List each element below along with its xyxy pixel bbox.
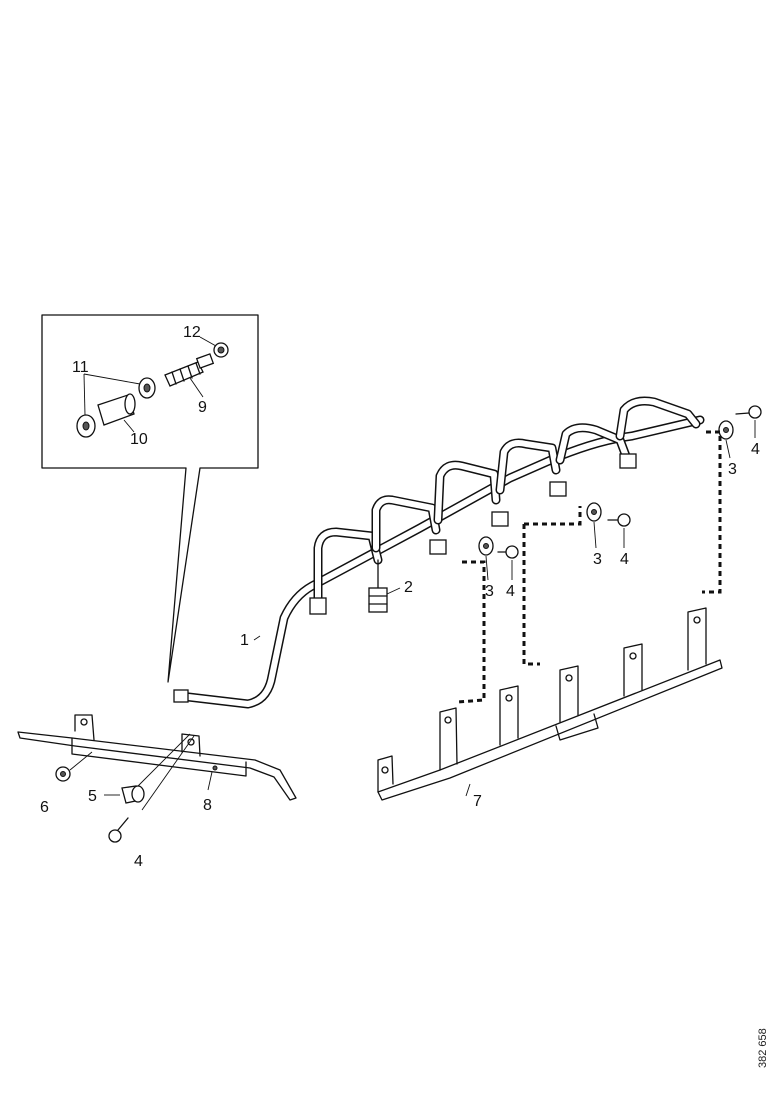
callout-4-left: 4 bbox=[506, 583, 515, 600]
nut-12 bbox=[213, 342, 229, 358]
connector-2 bbox=[368, 559, 401, 613]
union-9 bbox=[164, 353, 215, 387]
sleeve-10 bbox=[97, 393, 136, 426]
callout-6: 6 bbox=[40, 799, 49, 816]
washer-11-upper bbox=[138, 377, 156, 399]
clamp-3-left bbox=[478, 536, 494, 581]
callout-11: 11 bbox=[72, 359, 89, 376]
fuel-pipes-1 bbox=[173, 396, 705, 709]
callout-4-right: 4 bbox=[751, 441, 760, 458]
callout-3-left: 3 bbox=[485, 583, 494, 600]
callout-9: 9 bbox=[198, 399, 207, 416]
bolt-4-bottom bbox=[108, 817, 129, 843]
callout-3-right: 3 bbox=[728, 461, 737, 478]
clamp-3-right bbox=[718, 420, 734, 459]
callout-4-bottom: 4 bbox=[134, 853, 143, 870]
bolt-4-mid bbox=[607, 513, 631, 548]
washer-11-lower bbox=[76, 414, 96, 438]
callout-2: 2 bbox=[404, 579, 413, 596]
reference-code: 382 658 bbox=[757, 1028, 769, 1068]
clip-5 bbox=[104, 785, 145, 804]
nut-6 bbox=[55, 751, 93, 782]
alignment-lines bbox=[457, 430, 722, 704]
callout-12: 12 bbox=[183, 324, 201, 341]
callout-8: 8 bbox=[203, 797, 212, 814]
callout-5: 5 bbox=[88, 788, 97, 805]
detail-inset bbox=[41, 314, 259, 683]
clamp-3-mid bbox=[586, 502, 602, 549]
bolt-4-left bbox=[497, 545, 519, 580]
callout-10: 10 bbox=[130, 431, 148, 448]
bracket-7 bbox=[377, 607, 723, 801]
bracket-8 bbox=[17, 714, 297, 801]
callout-1: 1 bbox=[240, 632, 249, 649]
callout-3-mid: 3 bbox=[593, 551, 602, 568]
bolt-4-right bbox=[735, 405, 762, 438]
callout-4-mid: 4 bbox=[620, 551, 629, 568]
callout-7: 7 bbox=[473, 793, 482, 810]
